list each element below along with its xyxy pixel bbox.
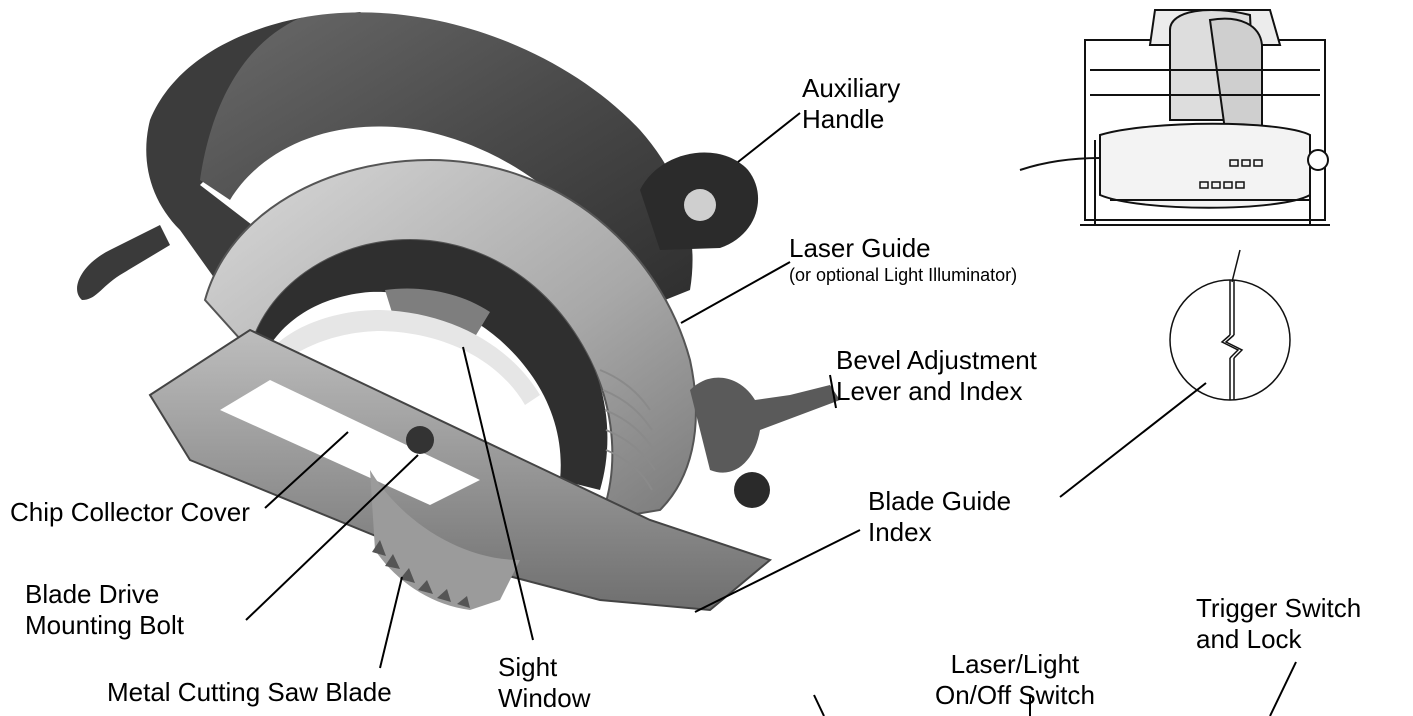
blade-bolt-shape bbox=[406, 426, 434, 454]
metal-cutting-blade-line1: Metal Cutting Saw Blade bbox=[107, 677, 392, 707]
laser-light-switch-line1: Laser/Light bbox=[950, 649, 1080, 679]
motor-ribs bbox=[599, 369, 656, 491]
base-plate-slot bbox=[220, 380, 480, 505]
upper-housing-shape bbox=[200, 12, 693, 310]
saw-photo bbox=[77, 12, 840, 612]
laser-light-switch-line2: On/Off Switch bbox=[935, 680, 1095, 710]
bevel-knob-shape bbox=[734, 472, 770, 508]
power-cord-shape bbox=[77, 225, 170, 300]
label-blade-guide-index: Blade Guide Index bbox=[868, 486, 1011, 548]
label-bevel-adjustment: Bevel Adjustment Lever and Index bbox=[836, 345, 1037, 407]
blade-drive-bolt-line1: Blade Drive bbox=[25, 579, 160, 609]
leader-blade-guide-index bbox=[694, 529, 861, 613]
laser-guide-line2: (or optional Light Illuminator) bbox=[789, 265, 1018, 285]
bevel-lever-shape bbox=[690, 377, 840, 473]
laser-guide-line1: Laser Guide bbox=[789, 233, 931, 263]
sight-window-line1: Sight bbox=[498, 652, 558, 682]
leader-blade-bolt bbox=[245, 454, 419, 621]
leader-lines bbox=[245, 112, 1297, 716]
blade-guide-detail bbox=[1169, 249, 1291, 401]
label-metal-cutting-blade: Metal Cutting Saw Blade bbox=[107, 677, 392, 708]
label-blade-drive-bolt: Blade Drive Mounting Bolt bbox=[25, 579, 184, 641]
auxiliary-handle-line2: Handle bbox=[802, 104, 885, 134]
leader-chip-cover bbox=[264, 431, 349, 509]
label-laser-guide: Laser Guide (or optional Light Illuminat… bbox=[789, 233, 1017, 286]
leader-blade-guide-detail bbox=[1059, 382, 1207, 498]
auxiliary-knob-hole bbox=[684, 189, 716, 221]
auxiliary-handle-line1: Auxiliary bbox=[802, 73, 901, 103]
leader-saw-blade bbox=[379, 576, 403, 669]
label-auxiliary-handle: Auxiliary Handle bbox=[802, 73, 900, 135]
leader-laser-guide bbox=[680, 261, 791, 324]
trigger-switch-line1: Trigger Switch bbox=[1196, 593, 1362, 623]
blade-guide-index-line1: Blade Guide bbox=[868, 486, 1012, 516]
leader-laser-switch bbox=[813, 694, 825, 716]
label-sight-window: Sight Window bbox=[498, 652, 590, 714]
label-chip-collector-cover: Chip Collector Cover bbox=[10, 497, 250, 528]
bevel-adjustment-line2: Lever and Index bbox=[836, 376, 1023, 406]
rear-handle-shape bbox=[146, 12, 420, 300]
leader-trigger-switch bbox=[1269, 661, 1297, 716]
blade-guide-index-line2: Index bbox=[868, 517, 932, 547]
leader-auxiliary-handle bbox=[737, 112, 801, 163]
blade-drive-bolt-line2: Mounting Bolt bbox=[25, 610, 184, 640]
chip-collector-cover-line1: Chip Collector Cover bbox=[10, 497, 250, 527]
guard-stripe-shape bbox=[262, 310, 540, 405]
blade-teeth bbox=[372, 540, 470, 608]
label-trigger-switch: Trigger Switch and Lock bbox=[1196, 593, 1361, 655]
bevel-adjustment-line1: Bevel Adjustment bbox=[836, 345, 1037, 375]
label-laser-light-switch: Laser/Light On/Off Switch bbox=[935, 649, 1095, 711]
front-view-drawing bbox=[1019, 9, 1330, 226]
leader-bevel-adjustment bbox=[829, 374, 837, 409]
leader-sight-window bbox=[462, 346, 534, 641]
chip-cover-shape bbox=[250, 240, 608, 490]
sight-window-line2: Window bbox=[498, 683, 591, 713]
trigger-switch-line2: and Lock bbox=[1196, 624, 1302, 654]
